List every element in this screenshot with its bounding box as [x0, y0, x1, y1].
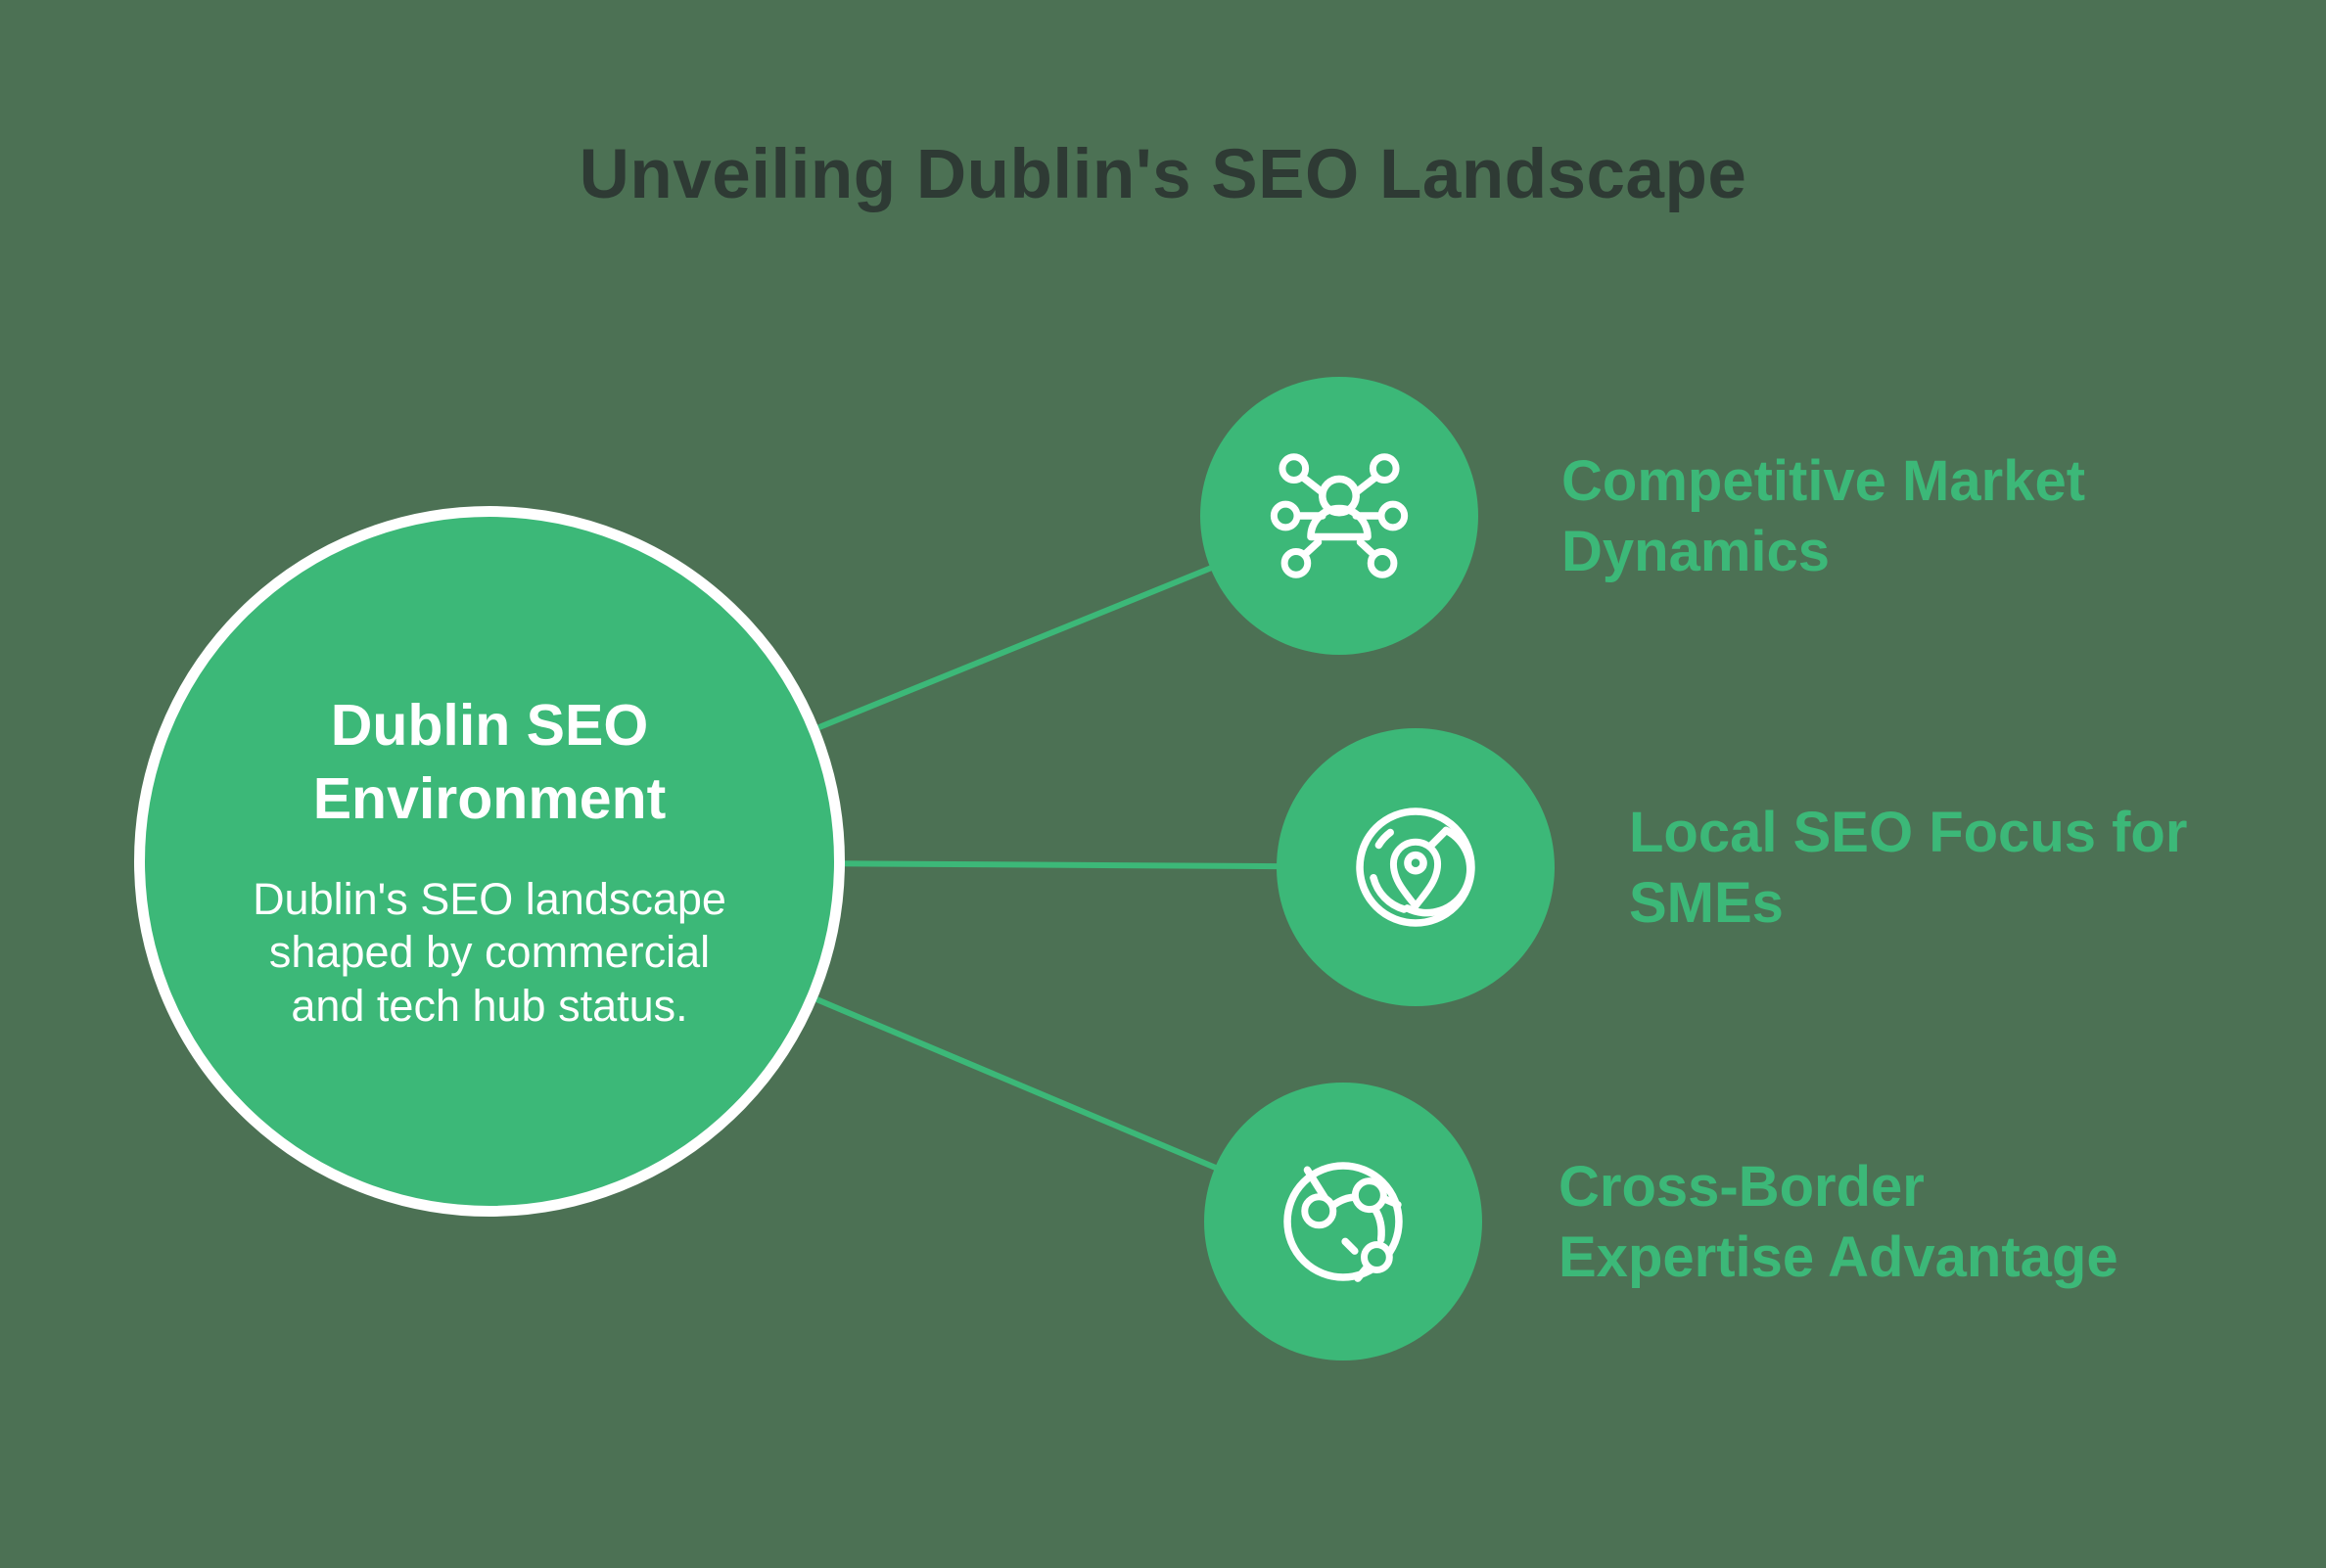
- branch-label-competitive-market: Competitive Market Dynamics: [1561, 449, 2086, 583]
- branch-circle-local-seo: [1277, 728, 1555, 1006]
- hub-description: Dublin's SEO landscape shaped by commerc…: [253, 873, 726, 1032]
- globe-network-icon: [1283, 1162, 1403, 1282]
- hub-title: Dublin SEO Environment: [312, 692, 667, 831]
- branch-label-cross-border: Cross-Border Expertise Advantage: [1558, 1155, 2118, 1289]
- branch-circle-competitive-market: [1200, 377, 1478, 655]
- branch-label-local-seo: Local SEO Focus for SMEs: [1629, 801, 2188, 935]
- page-title: Unveiling Dublin's SEO Landscape: [579, 136, 1747, 213]
- branch-circle-cross-border: [1204, 1083, 1482, 1360]
- people-network-icon: [1270, 453, 1409, 578]
- location-radar-icon: [1356, 807, 1475, 927]
- hub-circle: Dublin SEO Environment Dublin's SEO land…: [134, 506, 845, 1217]
